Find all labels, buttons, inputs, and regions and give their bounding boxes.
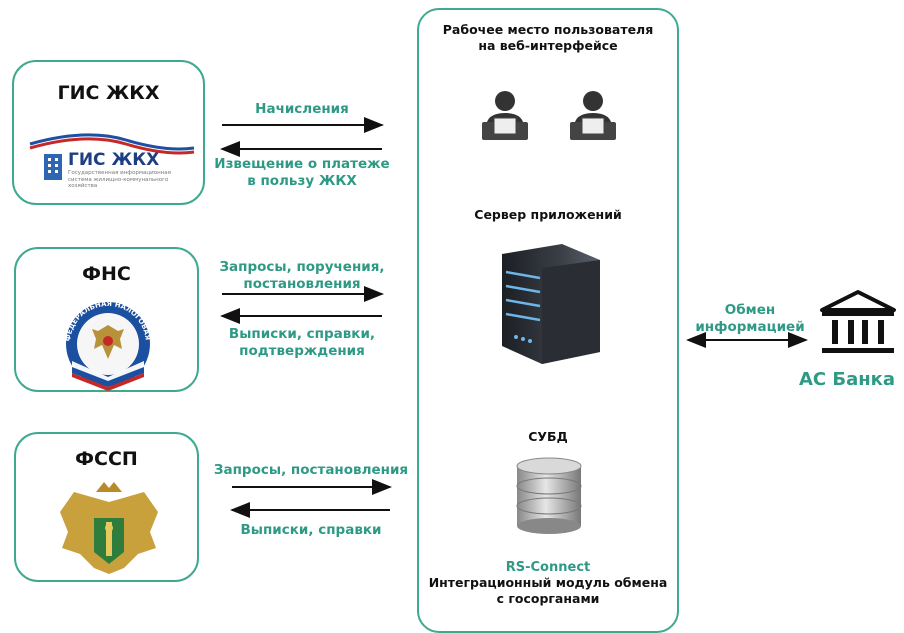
- fns-panel: ФНС ФЕДЕРАЛЬНАЯ НАЛОГОВАЯ СЛУЖБА: [14, 247, 199, 392]
- fns-out-label: Запросы, поручения, постановления: [219, 259, 385, 292]
- fssp-panel: ФССП: [14, 432, 199, 582]
- fssp-title: ФССП: [75, 448, 138, 470]
- fns-title: ФНС: [82, 263, 131, 285]
- gis-zhkh-logo-text: ГИС ЖКХ: [68, 150, 160, 170]
- fns-in-label: Выписки, справки, подтверждения: [228, 326, 376, 359]
- gis-zhkh-panel: ГИС ЖКХ ГИС ЖКХ Государственная информац…: [12, 60, 205, 205]
- database-icon: [516, 457, 582, 534]
- bank-icon: [820, 290, 896, 353]
- user-icon: [482, 91, 528, 140]
- fssp-in-label: Выписки, справки: [240, 522, 382, 538]
- fssp-eagle-icon: [60, 482, 158, 574]
- bank-exchange-label: Обмен информацией: [695, 302, 805, 335]
- fns-emblem-icon: ФЕДЕРАЛЬНАЯ НАЛОГОВАЯ СЛУЖБА: [54, 293, 152, 391]
- gis-zhkh-logo-subtext: Государственная информационная система ж…: [68, 170, 171, 189]
- bank-name: АС Банка: [798, 369, 896, 390]
- workplace-title: Рабочее место пользователя на веб-интерф…: [442, 22, 654, 53]
- gis-in-label: Извещение о платеже в пользу ЖКХ: [214, 156, 390, 189]
- gis-out-label: Начисления: [255, 101, 349, 117]
- db-label: СУБД: [528, 429, 568, 444]
- product-description: Интеграционный модуль обмена с госоргана…: [428, 575, 668, 606]
- fssp-out-label: Запросы, постановления: [213, 462, 409, 478]
- server-icon: [502, 244, 600, 364]
- gis-zhkh-logo: ГИС ЖКХ Государственная информационная с…: [26, 130, 196, 189]
- gis-zhkh-title: ГИС ЖКХ: [57, 82, 160, 104]
- server-label: Сервер приложений: [474, 207, 622, 222]
- user-icon: [570, 91, 616, 140]
- product-name: RS-Connect: [505, 560, 591, 575]
